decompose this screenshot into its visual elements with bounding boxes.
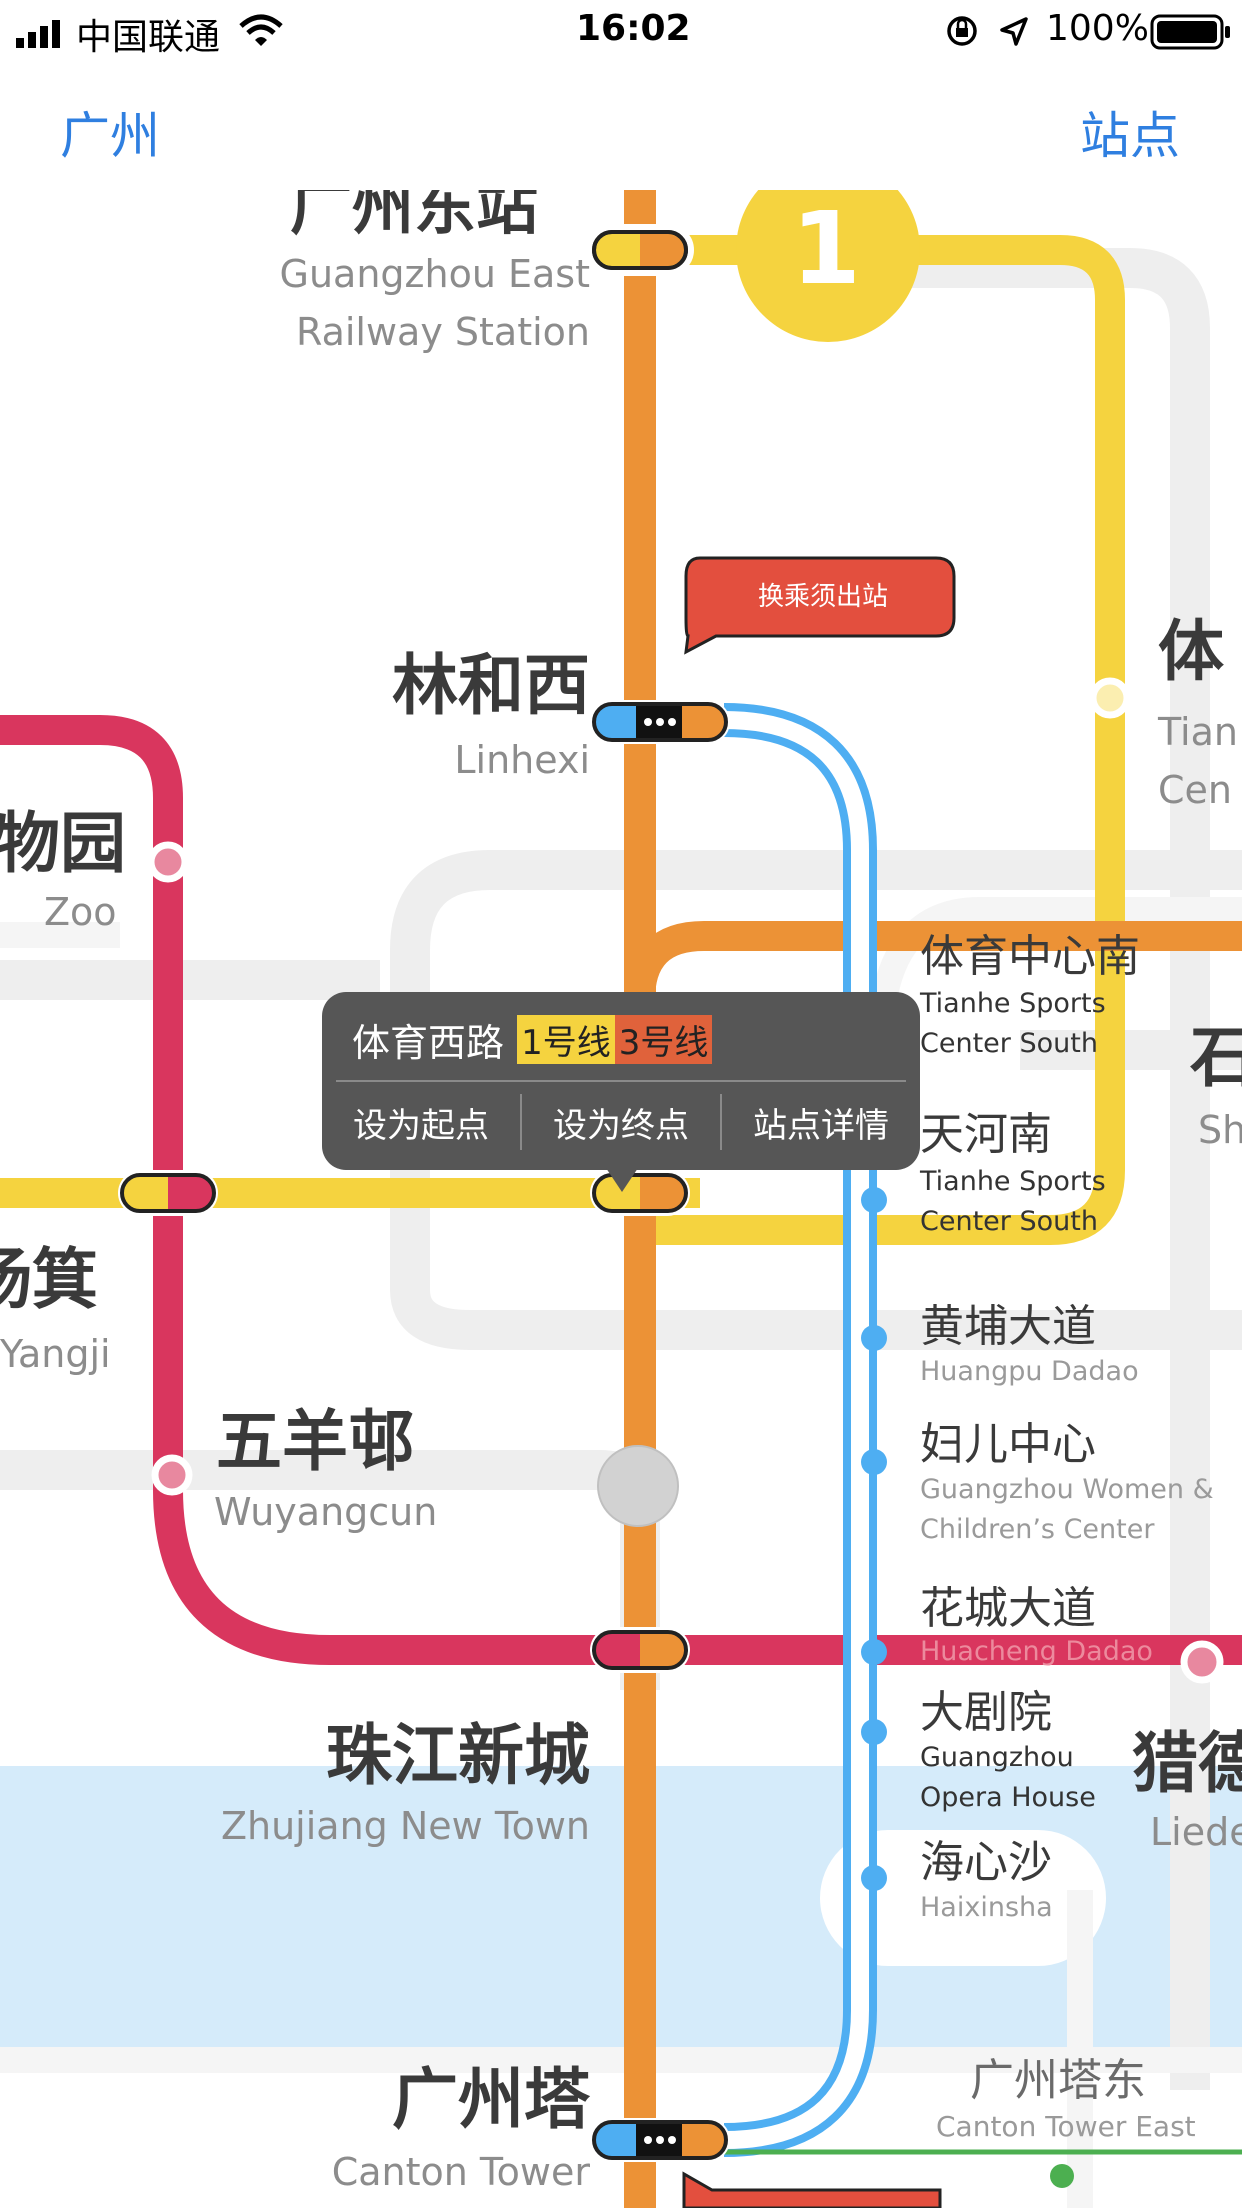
- station-label-huacheng-en: Huacheng Dadao: [920, 1636, 1153, 1667]
- station-label-liede-zh: 猎德: [1132, 1725, 1242, 1802]
- apm-dot-tianhenan[interactable]: [861, 1187, 887, 1213]
- apm-dot-funu[interactable]: [861, 1449, 887, 1475]
- station-label-yangji-en: Yangji: [0, 1332, 111, 1376]
- station-dot-liede[interactable]: [1180, 1640, 1224, 1684]
- station-label-zhujiang-zh: 珠江新城: [326, 1717, 590, 1794]
- station-label-daju-zh: 大剧院: [920, 1687, 1052, 1738]
- apm-dot-haixinsha[interactable]: [861, 1865, 887, 1891]
- clock: 16:02: [576, 8, 691, 49]
- set-end-button[interactable]: 设为终点: [553, 1105, 689, 1146]
- station-label-zoo-en: Zoo: [44, 890, 117, 934]
- station-label-gz-east-en2: Railway Station: [296, 310, 590, 354]
- station-label-haixinsha-zh: 海心沙: [920, 1837, 1052, 1888]
- interchange-linhexi[interactable]: [590, 700, 730, 744]
- station-label-daju-en2: Opera House: [920, 1782, 1096, 1813]
- popup-station-name: 体育西路: [352, 1021, 505, 1065]
- battery-percent: 100%: [1046, 8, 1149, 49]
- station-label-huangpu-zh: 黄埔大道: [920, 1301, 1096, 1352]
- popup-line-1-tag: 1号线: [517, 1015, 615, 1064]
- bottom-callout-fragment: [682, 2171, 942, 2208]
- battery-icon: [1150, 14, 1230, 50]
- station-dot-green[interactable]: [1050, 2164, 1074, 2188]
- status-bar: 中国联通 16:02 100%: [0, 0, 1242, 62]
- station-label-yangji-zh: 杨箕: [0, 1241, 98, 1318]
- signal-icon: [16, 20, 60, 48]
- transfer-callout-text: 换乘须出站: [757, 582, 888, 612]
- station-label-linhexi-en: Linhexi: [454, 738, 590, 782]
- haixinsha-island: [820, 1830, 1106, 1966]
- location-icon: [1000, 17, 1028, 46]
- popup-actions: 设为起点 设为终点 站点详情: [322, 1086, 920, 1158]
- station-label-tyzxn-en2: Center South: [920, 1028, 1098, 1059]
- interchange-zhujiang[interactable]: [590, 1627, 690, 1673]
- station-label-funu-en1: Guangzhou Women &: [920, 1474, 1214, 1505]
- wifi-icon: [239, 14, 283, 46]
- station-label-tianhe-zh: 体: [1158, 613, 1224, 690]
- station-label-tianhenan-en1: Tianhe Sports: [920, 1166, 1106, 1197]
- station-label-gz-east-en1: Guangzhou East: [279, 252, 590, 296]
- apm-dot-huacheng[interactable]: [861, 1639, 887, 1665]
- stations-button[interactable]: 站点: [1080, 107, 1180, 165]
- popup-pointer: [606, 1168, 638, 1192]
- apm-dot-daju[interactable]: [861, 1719, 887, 1745]
- apm-line-track-inner: [723, 711, 869, 2149]
- navigation-bar: 广州 站点: [0, 62, 1242, 190]
- station-label-liede-en: Liede: [1150, 1810, 1242, 1854]
- interchange-gz-east[interactable]: [586, 224, 694, 276]
- carrier-label: 中国联通: [76, 17, 221, 58]
- station-label-canton-tower-east-zh: 广州塔东: [970, 2055, 1146, 2106]
- interchange-canton-tower[interactable]: [590, 2118, 730, 2162]
- station-label-canton-tower-east-en: Canton Tower East: [936, 2110, 1196, 2143]
- city-button[interactable]: 广州: [60, 107, 160, 165]
- station-label-zoo-zh: 物园: [0, 805, 126, 882]
- station-label-funu-en2: Children’s Center: [920, 1514, 1155, 1545]
- station-label-wuyangcun-zh: 五羊邨: [216, 1403, 414, 1480]
- station-dot-zoo[interactable]: [147, 841, 189, 883]
- location-marker[interactable]: [597, 1445, 679, 1527]
- popup-line-3-tag: 3号线: [614, 1015, 713, 1064]
- metro-map[interactable]: 1: [0, 190, 1242, 2208]
- station-label-canton-tower-zh: 广州塔: [392, 2061, 590, 2138]
- station-label-tianhe-en1: Tian: [1158, 710, 1238, 754]
- popup-divider: [336, 1080, 906, 1082]
- popup-action-separator: [520, 1094, 522, 1150]
- line-5-track: [0, 715, 1242, 1665]
- popup-action-separator: [720, 1094, 722, 1150]
- line-1-track: [640, 235, 1125, 1245]
- station-label-tyzxn-en1: Tianhe Sports: [920, 988, 1106, 1019]
- station-label-daju-en1: Guangzhou: [920, 1742, 1074, 1773]
- station-label-huangpu-en: Huangpu Dadao: [920, 1356, 1139, 1387]
- interchange-tiyuxilu[interactable]: [590, 1170, 690, 1216]
- station-label-linhexi-zh: 林和西: [392, 647, 590, 724]
- transfer-callout: [684, 556, 956, 655]
- set-start-button[interactable]: 设为起点: [353, 1105, 489, 1146]
- station-label-funu-zh: 妇儿中心: [920, 1419, 1096, 1470]
- station-dot-tianhe[interactable]: [1089, 677, 1131, 719]
- station-label-shi-zh: 石: [1190, 1019, 1242, 1096]
- line-1-badge: [736, 190, 920, 342]
- interchange-yangji[interactable]: [118, 1170, 218, 1216]
- station-label-canton-tower-en: Canton Tower: [331, 2150, 590, 2194]
- station-details-button[interactable]: 站点详情: [753, 1105, 889, 1146]
- metro-map-canvas: 1: [0, 190, 1242, 2208]
- station-label-tyzxn-zh: 体育中心南: [920, 931, 1140, 982]
- station-label-gz-east-zh: 广州东站: [290, 190, 539, 243]
- apm-dot-huangpu[interactable]: [861, 1325, 887, 1351]
- line-1-badge-number: 1: [791, 190, 861, 307]
- station-label-huacheng-zh: 花城大道: [920, 1583, 1096, 1634]
- rotation-lock-icon: [947, 16, 977, 46]
- station-label-haixinsha-en: Haixinsha: [920, 1892, 1053, 1923]
- station-label-tianhenan-en2: Center South: [920, 1206, 1098, 1237]
- station-label-tianhe-en2: Cen: [1158, 768, 1232, 812]
- station-label-tianhenan-zh: 天河南: [920, 1109, 1052, 1160]
- station-label-zhujiang-en: Zhujiang New Town: [220, 1804, 590, 1848]
- station-dot-wuyangcun[interactable]: [151, 1454, 193, 1496]
- station-label-shi-en: Sh: [1198, 1108, 1242, 1152]
- station-label-wuyangcun-en: Wuyangcun: [214, 1490, 438, 1534]
